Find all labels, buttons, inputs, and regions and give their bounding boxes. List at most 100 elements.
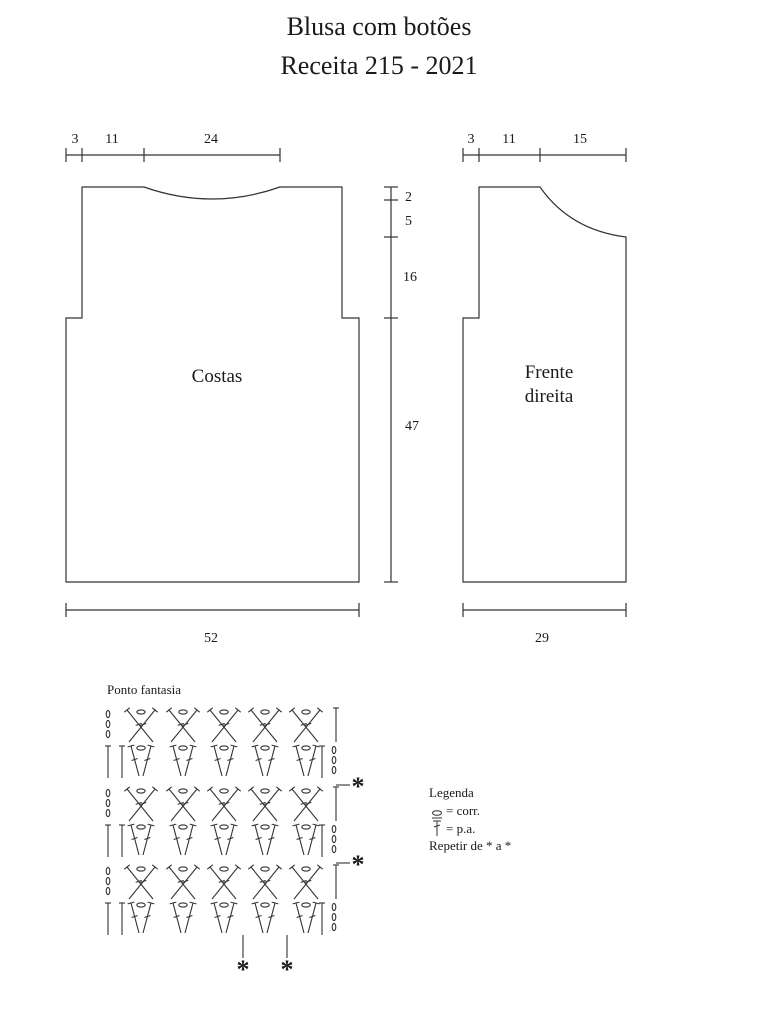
chain-stitch <box>105 866 111 876</box>
double-crochet-stitch <box>142 824 152 856</box>
double-crochet-stitch <box>213 824 223 856</box>
double-crochet-stitch <box>210 823 218 827</box>
chain-stitch <box>331 745 337 755</box>
double-crochet-stitch <box>250 788 278 822</box>
double-crochet-stitch <box>247 864 255 870</box>
double-crochet-stitch <box>193 786 201 792</box>
double-crochet-stitch <box>209 788 237 822</box>
double-crochet-stitch <box>223 801 230 805</box>
legend-title: Legenda <box>429 785 474 800</box>
double-crochet-stitch <box>307 824 317 856</box>
chain-stitch <box>105 719 111 729</box>
chain-stitch <box>136 824 146 830</box>
back-dim-neck: 24 <box>204 132 218 147</box>
double-crochet-stitch <box>182 879 189 883</box>
back-piece-label: Costas <box>192 366 243 387</box>
chain-stitch <box>331 902 337 912</box>
double-crochet-stitch <box>266 745 276 777</box>
double-crochet-stitch <box>309 914 316 919</box>
double-crochet-stitch <box>264 879 271 883</box>
chain-stitch <box>178 866 188 872</box>
back-piece-outline <box>65 186 360 583</box>
double-crochet-stitch <box>305 879 312 883</box>
double-crochet-stitch <box>295 902 305 934</box>
double-crochet-stitch <box>291 709 319 743</box>
double-crochet-stitch <box>210 901 218 905</box>
double-crochet-stitch <box>206 707 214 713</box>
chain-stitch <box>105 729 111 739</box>
double-crochet-stitch <box>182 722 189 726</box>
double-crochet-stitch <box>292 744 300 748</box>
double-crochet-stitch <box>126 709 154 743</box>
double-crochet-stitch <box>206 864 214 870</box>
double-crochet-stitch <box>254 902 264 934</box>
double-crochet-stitch <box>296 836 303 841</box>
pattern-subtitle: Receita 215 - 2021 <box>280 51 478 80</box>
double-crochet-stitch <box>264 722 271 726</box>
double-crochet-stitch <box>144 836 151 841</box>
double-crochet-stitch <box>140 722 147 726</box>
chain-stitch <box>219 866 229 872</box>
double-crochet-stitch <box>293 788 321 822</box>
double-crochet-stitch <box>193 707 201 713</box>
double-crochet-stitch <box>126 788 154 822</box>
double-crochet-stitch <box>140 801 147 805</box>
front-width-dimension-line <box>462 603 627 617</box>
double-crochet-stitch <box>230 823 238 827</box>
double-crochet-stitch <box>206 786 214 792</box>
front-piece-label-line1: Frente <box>525 362 574 383</box>
double-crochet-stitch <box>266 902 276 934</box>
double-crochet-stitch <box>142 902 152 934</box>
repeat-marker-right-bottom: * <box>352 850 365 879</box>
repeat-marker-bottom-right: * <box>281 955 294 984</box>
double-crochet-stitch <box>247 707 255 713</box>
double-crochet-stitch <box>214 757 221 762</box>
double-crochet-stitch <box>147 901 155 905</box>
double-crochet-stitch <box>227 836 234 841</box>
double-crochet-stitch <box>316 707 324 713</box>
double-crochet-stitch <box>292 901 300 905</box>
double-crochet-stitch <box>230 744 238 748</box>
chain-stitch <box>301 745 311 751</box>
double-crochet-stitch <box>172 824 182 856</box>
double-crochet-stitch <box>135 879 142 883</box>
chain-stitch <box>331 912 337 922</box>
double-crochet-symbol-icon <box>433 820 441 836</box>
double-crochet-stitch <box>177 879 184 883</box>
chain-stitch <box>331 922 337 932</box>
double-crochet-stitch <box>312 744 320 748</box>
chain-stitch <box>136 902 146 908</box>
double-crochet-stitch <box>151 786 159 792</box>
chain-stitch <box>105 886 111 896</box>
double-crochet-stitch <box>275 707 283 713</box>
double-crochet-stitch <box>230 901 238 905</box>
double-crochet-stitch <box>127 901 135 905</box>
double-crochet-stitch <box>186 914 193 919</box>
double-crochet-stitch <box>296 757 303 762</box>
double-crochet-stitch <box>288 707 296 713</box>
double-crochet-stitch <box>173 914 180 919</box>
double-crochet-stitch <box>316 864 324 870</box>
double-crochet-stitch <box>234 786 242 792</box>
chain-stitch <box>219 824 229 830</box>
double-crochet-stitch <box>147 744 155 748</box>
double-crochet-stitch <box>275 864 283 870</box>
double-crochet-stitch <box>223 722 230 726</box>
chain-stitch <box>136 866 146 872</box>
double-crochet-stitch <box>305 722 312 726</box>
double-crochet-stitch <box>130 824 140 856</box>
back-top-dimension-line <box>65 148 281 162</box>
double-crochet-stitch <box>291 866 319 900</box>
double-crochet-stitch <box>214 836 221 841</box>
height-dimension-line <box>384 186 398 583</box>
double-crochet-stitch <box>135 801 142 805</box>
double-crochet-stitch <box>184 745 194 777</box>
double-crochet-stitch <box>305 801 312 805</box>
double-crochet-stitch <box>271 901 279 905</box>
double-crochet-stitch <box>309 836 316 841</box>
front-dim-neck: 15 <box>573 132 587 147</box>
double-crochet-stitch <box>227 914 234 919</box>
double-crochet-stitch <box>251 901 259 905</box>
chain-stitch <box>260 866 270 872</box>
double-crochet-stitch <box>189 901 197 905</box>
